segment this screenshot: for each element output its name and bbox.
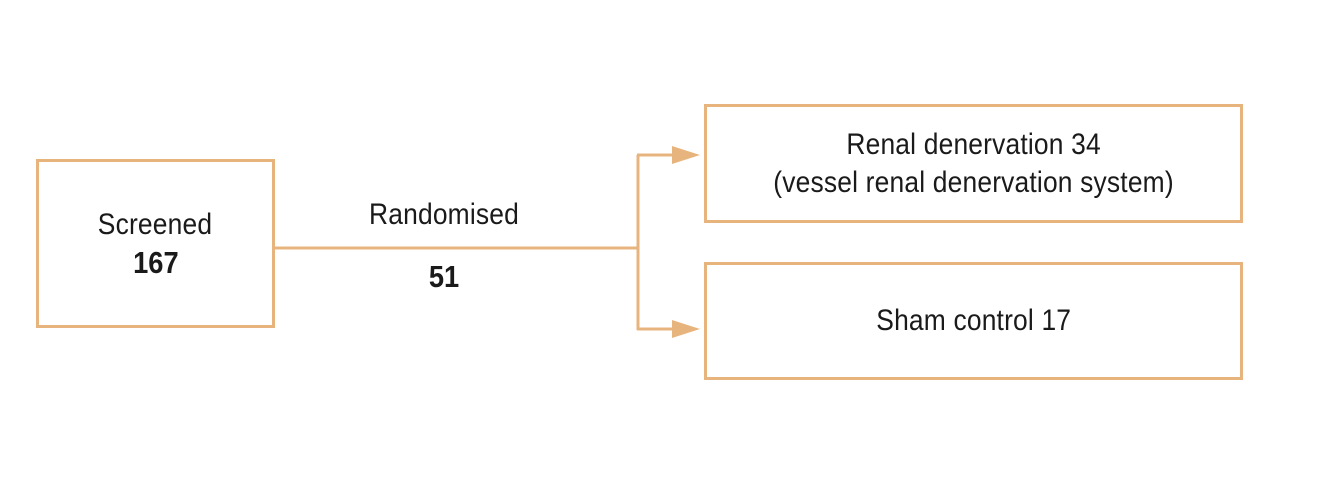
screened-box: Screened 167 bbox=[36, 159, 275, 328]
renal-denervation-system-label: (vessel renal denervation system) bbox=[773, 165, 1174, 199]
randomised-count: 51 bbox=[428, 259, 460, 294]
sham-control-box: Sham control 17 bbox=[704, 262, 1243, 380]
screened-count: 167 bbox=[132, 244, 179, 280]
arrowhead-renal-denervation bbox=[672, 146, 700, 164]
renal-denervation-box: Renal denervation 34 (vessel renal dener… bbox=[704, 104, 1243, 223]
sham-control-label: Sham control 17 bbox=[876, 304, 1071, 337]
arrowhead-sham-control bbox=[672, 320, 700, 338]
screened-label: Screened bbox=[98, 207, 213, 241]
renal-denervation-label: Renal denervation 34 bbox=[846, 127, 1101, 161]
randomised-label: Randomised bbox=[369, 198, 519, 231]
